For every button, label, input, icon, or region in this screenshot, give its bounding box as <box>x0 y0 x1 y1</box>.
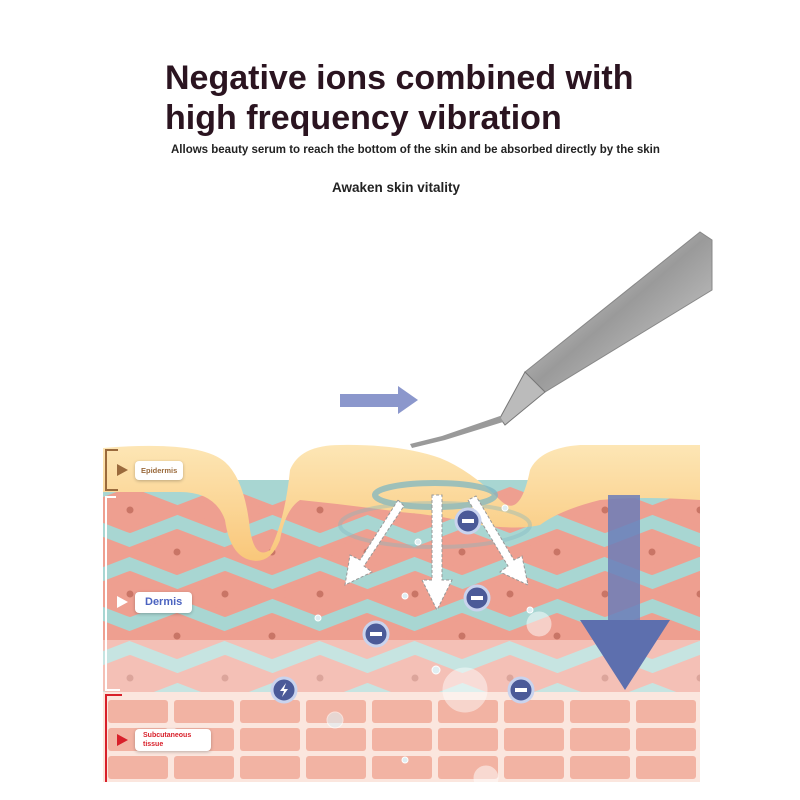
dermis-cell <box>743 490 800 530</box>
fat-cell <box>306 756 366 779</box>
dermis-cell <box>0 658 87 698</box>
fat-cell <box>240 700 300 723</box>
cell-nucleus <box>221 590 229 598</box>
cell-nucleus <box>648 548 656 556</box>
cell-nucleus <box>173 548 181 556</box>
fat-cell <box>504 756 564 779</box>
tagline-text: Awaken skin vitality <box>331 180 461 195</box>
cell-nucleus <box>601 590 609 598</box>
dermis-cell <box>790 616 800 656</box>
cell-nucleus <box>553 548 561 556</box>
penetration-arrow <box>580 495 670 690</box>
fat-cell <box>636 728 696 751</box>
ions <box>270 507 535 704</box>
dermis-cell <box>0 574 87 614</box>
serum-bubbles <box>314 504 552 791</box>
cell-nucleus <box>411 674 419 682</box>
cell-nucleus <box>792 675 799 682</box>
cell-nucleus <box>553 632 561 640</box>
cell-nucleus <box>744 549 751 556</box>
dermis-cell <box>645 571 700 617</box>
fat-cell <box>240 756 300 779</box>
fat-cell <box>174 756 234 779</box>
dermis-bracket <box>105 496 120 691</box>
dermis-cell <box>692 630 700 642</box>
fat-cell <box>108 700 168 723</box>
cell-nucleus <box>506 674 514 682</box>
cell-nucleus <box>79 549 86 556</box>
cell-nucleus <box>32 507 39 514</box>
cell-nucleus <box>316 674 324 682</box>
cell-nucleus <box>696 590 700 598</box>
title-line-1: Negative ions combined with <box>165 59 634 97</box>
fat-cell <box>570 700 630 723</box>
dermis-cell <box>790 532 800 572</box>
cell-nucleus <box>696 506 700 514</box>
cell-nucleus <box>696 674 700 682</box>
fat-cell <box>306 728 366 751</box>
fat-cell <box>570 728 630 751</box>
dermis-cell <box>743 658 800 698</box>
subtitle: Allows beauty serum to reach the bottom … <box>171 144 660 156</box>
negative-ion-icon <box>362 620 390 648</box>
page-title: Negative ions combined with high frequen… <box>165 58 765 138</box>
cell-nucleus <box>173 632 181 640</box>
negative-ion-icon <box>463 584 491 612</box>
cell-nucleus <box>32 591 39 598</box>
epidermis-label: Epidermis <box>135 461 184 480</box>
cell-nucleus <box>126 506 134 514</box>
cell-nucleus <box>79 633 86 640</box>
fat-cell <box>636 700 696 723</box>
lightning-ion-icon <box>270 676 298 704</box>
fat-cell <box>570 756 630 779</box>
dermis-cell <box>692 546 700 558</box>
subcutaneous-bracket <box>105 694 122 782</box>
fat-cell <box>306 700 366 723</box>
cell-nucleus <box>458 548 466 556</box>
fat-cell <box>438 728 498 751</box>
cell-nucleus <box>316 590 324 598</box>
fat-cell <box>372 700 432 723</box>
cell-nucleus <box>316 506 324 514</box>
dermis-cell <box>743 574 800 614</box>
fat-cell <box>504 728 564 751</box>
fat-cell <box>372 756 432 779</box>
fat-cell <box>174 700 234 723</box>
cell-nucleus <box>744 633 751 640</box>
cell-nucleus <box>792 507 799 514</box>
cell-nucleus <box>601 674 609 682</box>
epidermis-marker-icon <box>117 464 128 476</box>
cell-nucleus <box>221 674 229 682</box>
dermis-cell <box>645 655 700 701</box>
cell-nucleus <box>458 632 466 640</box>
direction-arrow <box>340 386 418 414</box>
dermis-marker-icon <box>117 596 128 608</box>
negative-ion-icon <box>507 676 535 704</box>
cell-nucleus <box>792 591 799 598</box>
fat-cell <box>636 756 696 779</box>
fat-cell <box>372 728 432 751</box>
cell-nucleus <box>126 674 134 682</box>
cell-nucleus <box>411 590 419 598</box>
subcutaneous-marker-icon <box>117 734 128 746</box>
cell-nucleus <box>32 675 39 682</box>
cell-nucleus <box>268 632 276 640</box>
title-line-2: high frequency vibration <box>165 99 562 137</box>
dermis-label: Dermis <box>135 592 193 613</box>
fat-cell <box>108 756 168 779</box>
fat-cell <box>504 700 564 723</box>
cell-nucleus <box>506 590 514 598</box>
dermis-cell <box>0 490 87 530</box>
tagline: Awaken skin vitality <box>0 180 800 196</box>
epidermis-bracket <box>105 449 118 491</box>
beauty-device <box>410 231 713 448</box>
dispersion-arrows <box>344 494 529 612</box>
fat-cell <box>240 728 300 751</box>
cell-nucleus <box>126 590 134 598</box>
negative-ion-icon <box>454 507 482 535</box>
cell-nucleus <box>601 506 609 514</box>
subcutaneous-label: Subcutaneous tissue <box>135 729 211 751</box>
fat-cell <box>438 700 498 723</box>
